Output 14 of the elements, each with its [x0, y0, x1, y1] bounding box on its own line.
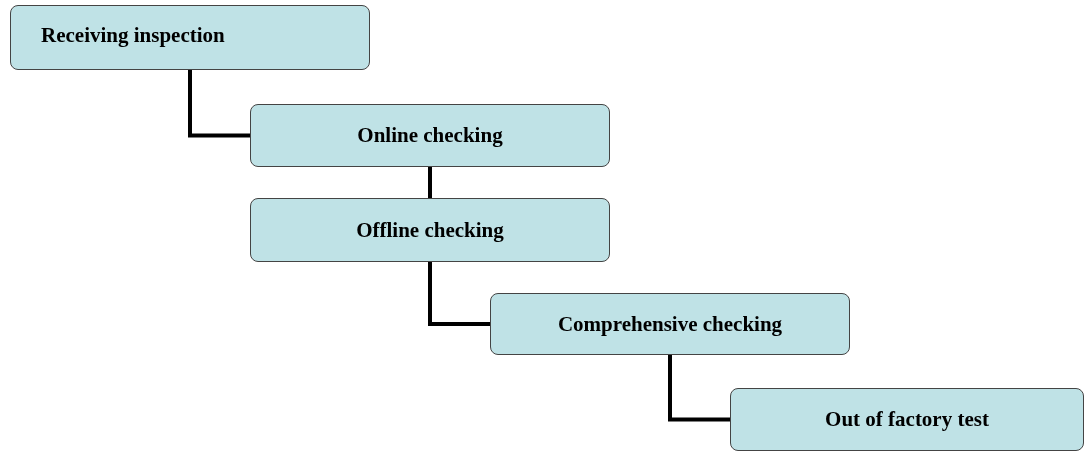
process-box [490, 293, 850, 355]
process-box [250, 198, 610, 262]
connector-line [668, 355, 730, 422]
process-box [250, 104, 610, 167]
connector-line [428, 167, 432, 198]
step-label: Receiving inspection [41, 22, 225, 49]
step-label: Out of factory test [825, 406, 989, 433]
process-box [10, 5, 370, 70]
step-label: Comprehensive checking [557, 310, 783, 338]
connector-line [428, 262, 490, 326]
process-box [730, 388, 1084, 451]
connector-line [188, 70, 250, 138]
step-label: Offline checking [356, 216, 504, 244]
step-label: Online checking [357, 122, 503, 149]
